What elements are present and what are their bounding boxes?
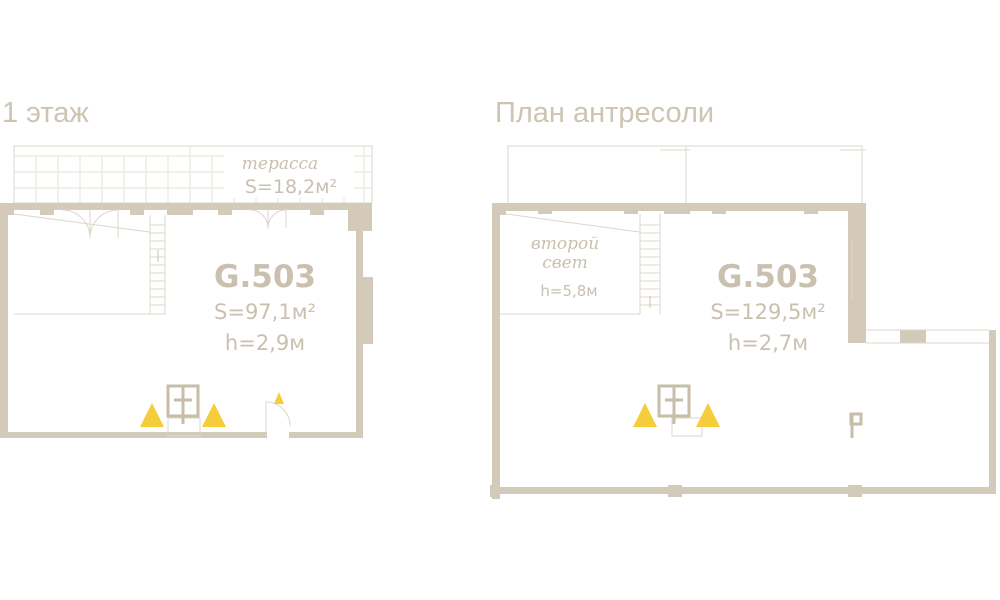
wall-east-pier [356, 277, 373, 344]
pier-4 [712, 203, 726, 214]
entrance-marker-door-icon [274, 392, 284, 404]
stair-well-outline [14, 215, 166, 315]
void-label-line1: второй [531, 234, 599, 254]
pier-5 [310, 203, 324, 215]
entrance-marker-left-icon [140, 403, 164, 427]
wall-south-left [0, 432, 267, 438]
void-diagonal [505, 213, 641, 233]
door-swing-3 [249, 209, 269, 229]
pier-3 [664, 203, 690, 214]
mezzanine-walls [490, 203, 996, 499]
pier-4 [218, 203, 232, 215]
entrance-marker-right-icon [696, 403, 720, 427]
unit-code-mezzanine: G.503 [717, 259, 819, 295]
column-northwest [492, 203, 506, 215]
pier-2 [624, 203, 638, 214]
unit-height-first-floor: h=2,9м [225, 331, 305, 355]
double-height-void [500, 213, 703, 437]
mezzanine-edge-line [13, 213, 151, 233]
terrace: терасса S=18,2м² [13, 145, 373, 204]
riser-symbol-icon [849, 412, 863, 438]
unit-area-first-floor: S=97,1м² [214, 300, 316, 324]
entrance-marker-left-icon [633, 403, 657, 427]
plan-title-mezzanine: План антресоли [495, 97, 714, 129]
wall-east-upper [848, 203, 866, 343]
first-floor-walls [0, 203, 373, 438]
pier-1 [538, 203, 552, 214]
stair-steps [150, 224, 165, 306]
void-label-line2: свет [542, 253, 588, 273]
door-swing-2 [89, 209, 119, 239]
unit-area-mezzanine: S=129,5м² [710, 300, 825, 324]
pier-3 [167, 203, 193, 215]
first-floor-interior [13, 209, 291, 437]
terrace-label: терасса [242, 154, 318, 174]
entrance-portal [166, 384, 200, 424]
wall-south [492, 487, 996, 494]
south-pier-corner [490, 485, 500, 497]
pier-2 [130, 203, 144, 215]
plan-mezzanine: План антресоли [490, 97, 996, 499]
pier-1 [40, 203, 54, 215]
terrace-label-backdrop [224, 148, 354, 198]
terrace-area: S=18,2м² [245, 176, 337, 198]
entrance-portal [657, 384, 691, 424]
pier-5 [804, 203, 818, 214]
unit-code-first-floor: G.503 [214, 259, 316, 295]
mezzanine-terrace-outline [507, 145, 866, 203]
south-pier-2 [848, 485, 862, 497]
wall-west [492, 203, 500, 499]
column-northeast [348, 203, 372, 231]
wall-east-lower [989, 330, 996, 494]
wall-west [0, 203, 8, 436]
plan-title-first-floor: 1 этаж [2, 97, 89, 129]
door-swing-4 [267, 209, 287, 229]
pier-6 [900, 330, 926, 343]
unit-height-mezzanine: h=2,7м [728, 331, 808, 355]
entrance-marker-right-icon [202, 403, 226, 427]
stair-steps [640, 224, 660, 306]
column-northwest [0, 203, 14, 215]
wall-south-right [289, 432, 363, 438]
entrance-door-swing [265, 401, 291, 436]
void-height: h=5,8м [540, 282, 597, 300]
mezzanine-glazing [851, 240, 989, 344]
plan-first-floor: 1 этаж [0, 97, 373, 438]
south-pier-1 [668, 485, 682, 497]
